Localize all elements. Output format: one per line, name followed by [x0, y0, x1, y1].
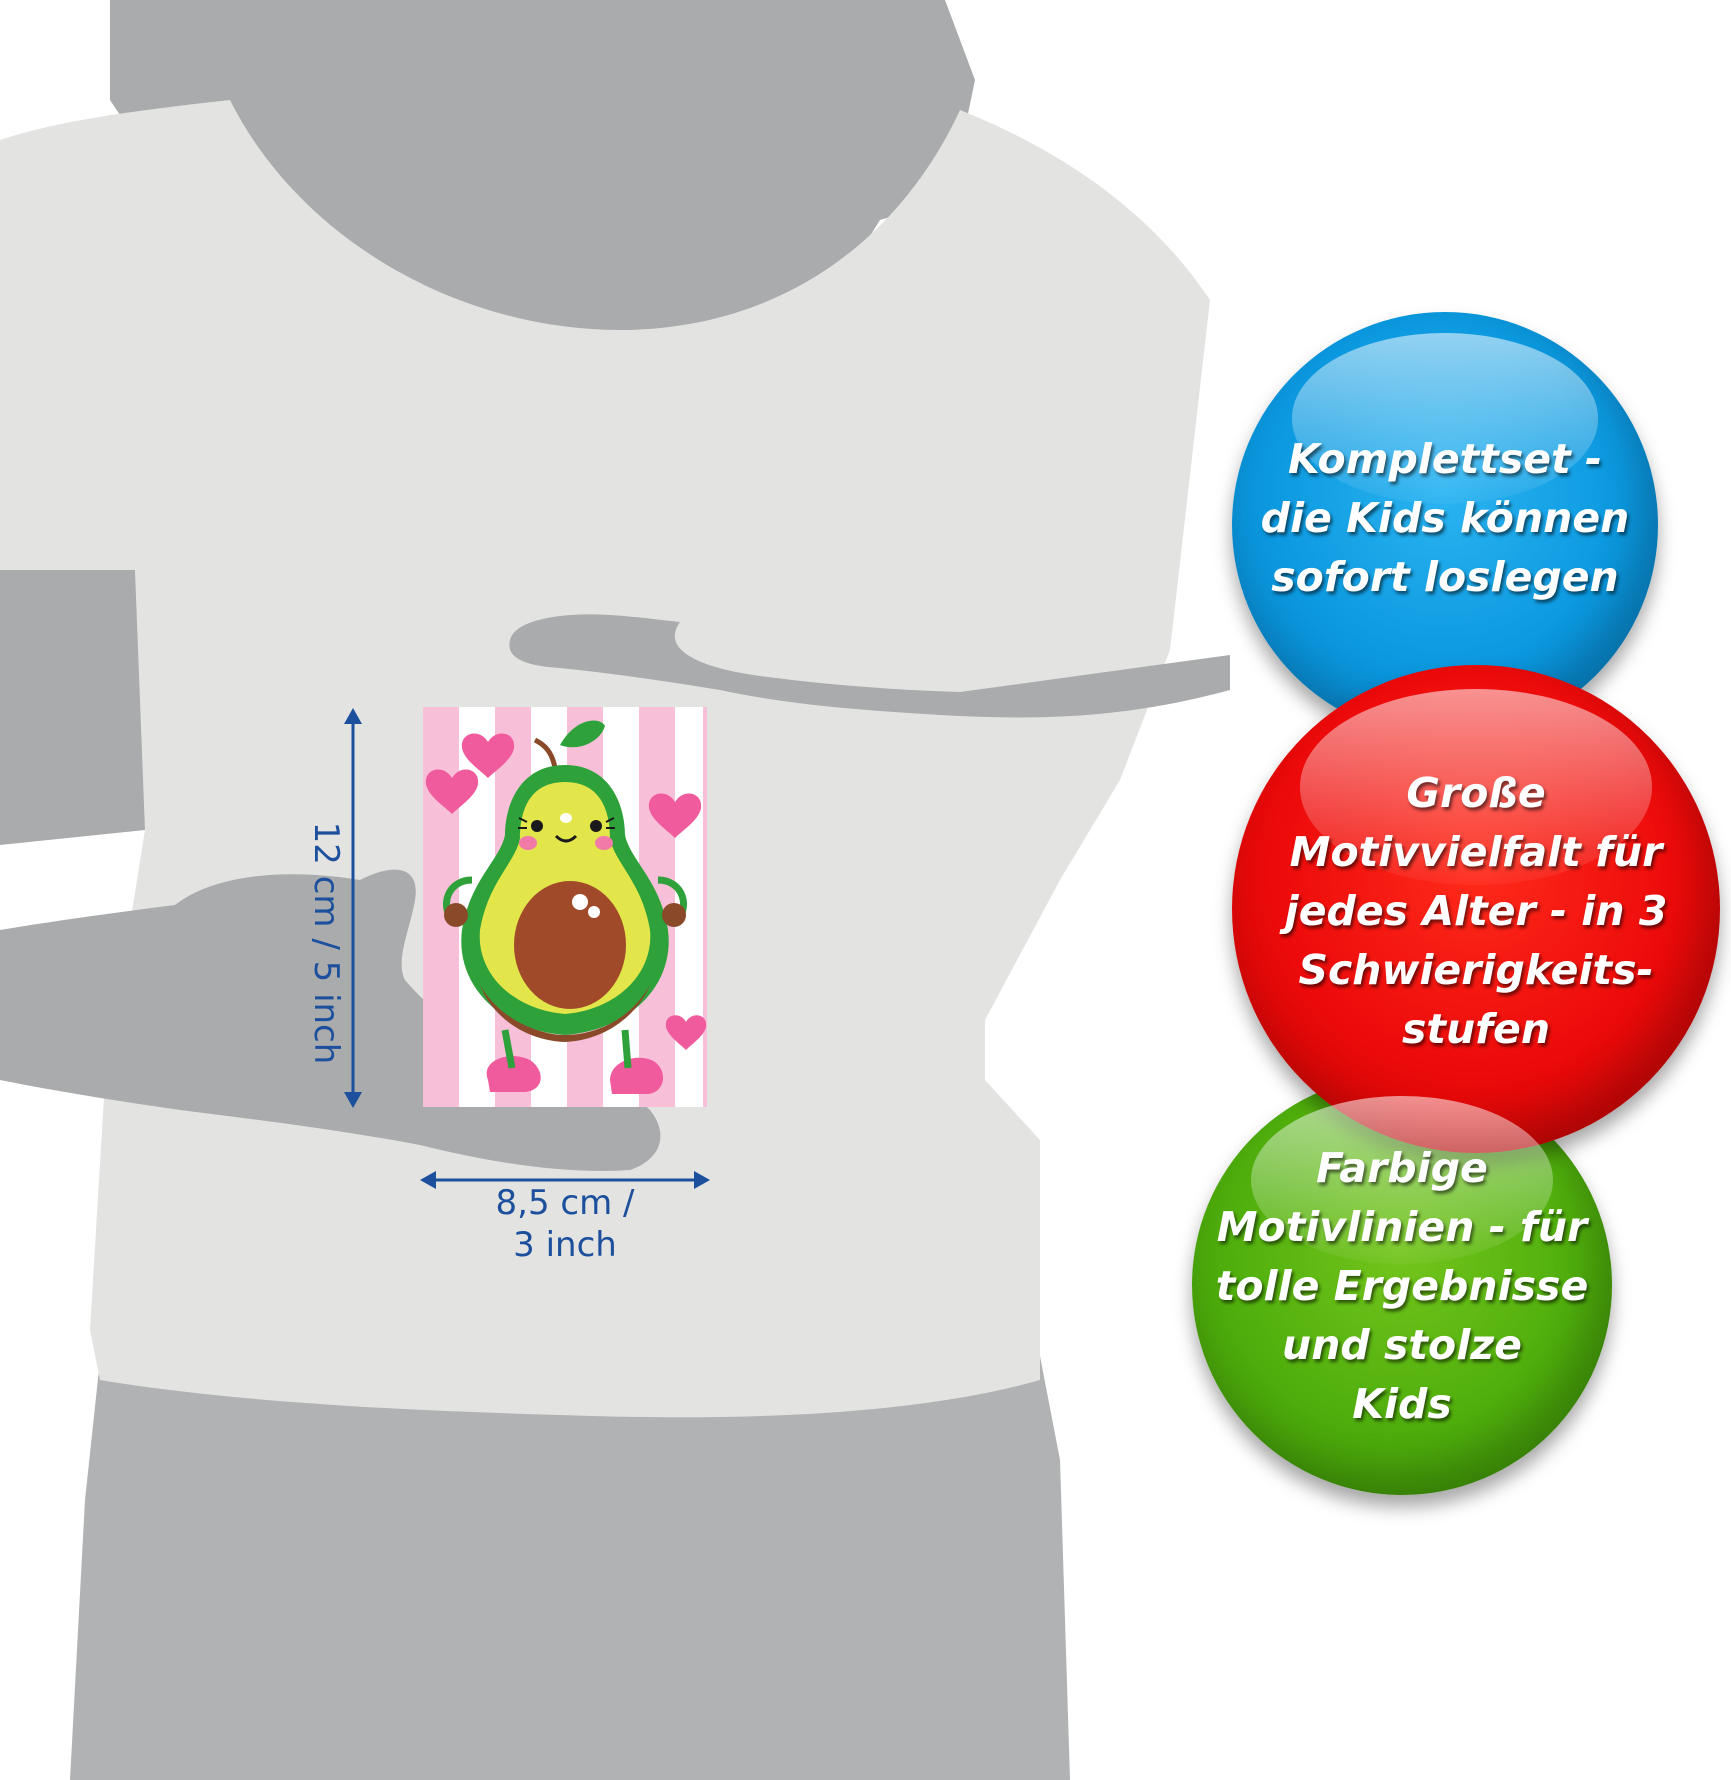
avocado-character-icon	[443, 720, 687, 1094]
head-silhouette	[110, 0, 975, 380]
feature-badge-colored-lines: Farbige Motivlinien - für tolle Ergebnis…	[1192, 1075, 1612, 1495]
feature-badge-complete-set: Komplettset - die Kids können sofort los…	[1232, 312, 1658, 738]
badge-text: Komplettset - die Kids können sofort los…	[1260, 434, 1630, 601]
width-dimension-label: 8,5 cm / 3 inch	[495, 1183, 635, 1265]
badge-gloss	[1250, 1096, 1554, 1264]
left-arm-silhouette	[0, 570, 145, 845]
height-dimension-label: 12 cm / 5 inch	[306, 821, 346, 1065]
badge-gloss	[1291, 333, 1599, 504]
product-card	[423, 707, 707, 1107]
feature-badge-motif-variety: Große Motivvielfalt für jedes Alter - in…	[1232, 665, 1720, 1153]
dimension-arrow-icon	[344, 708, 362, 1108]
upper-hand	[509, 614, 1230, 718]
badge-text: Große Motivvielfalt für jedes Alter - in…	[1284, 768, 1668, 1053]
width-dimension-arrow-icon	[420, 1171, 710, 1189]
badge-gloss	[1300, 689, 1652, 885]
badge-text: Farbige Motivlinien - für tolle Ergebnis…	[1215, 1143, 1589, 1428]
lower-body-silhouette	[70, 1330, 1070, 1780]
heart-icon	[425, 733, 707, 1050]
